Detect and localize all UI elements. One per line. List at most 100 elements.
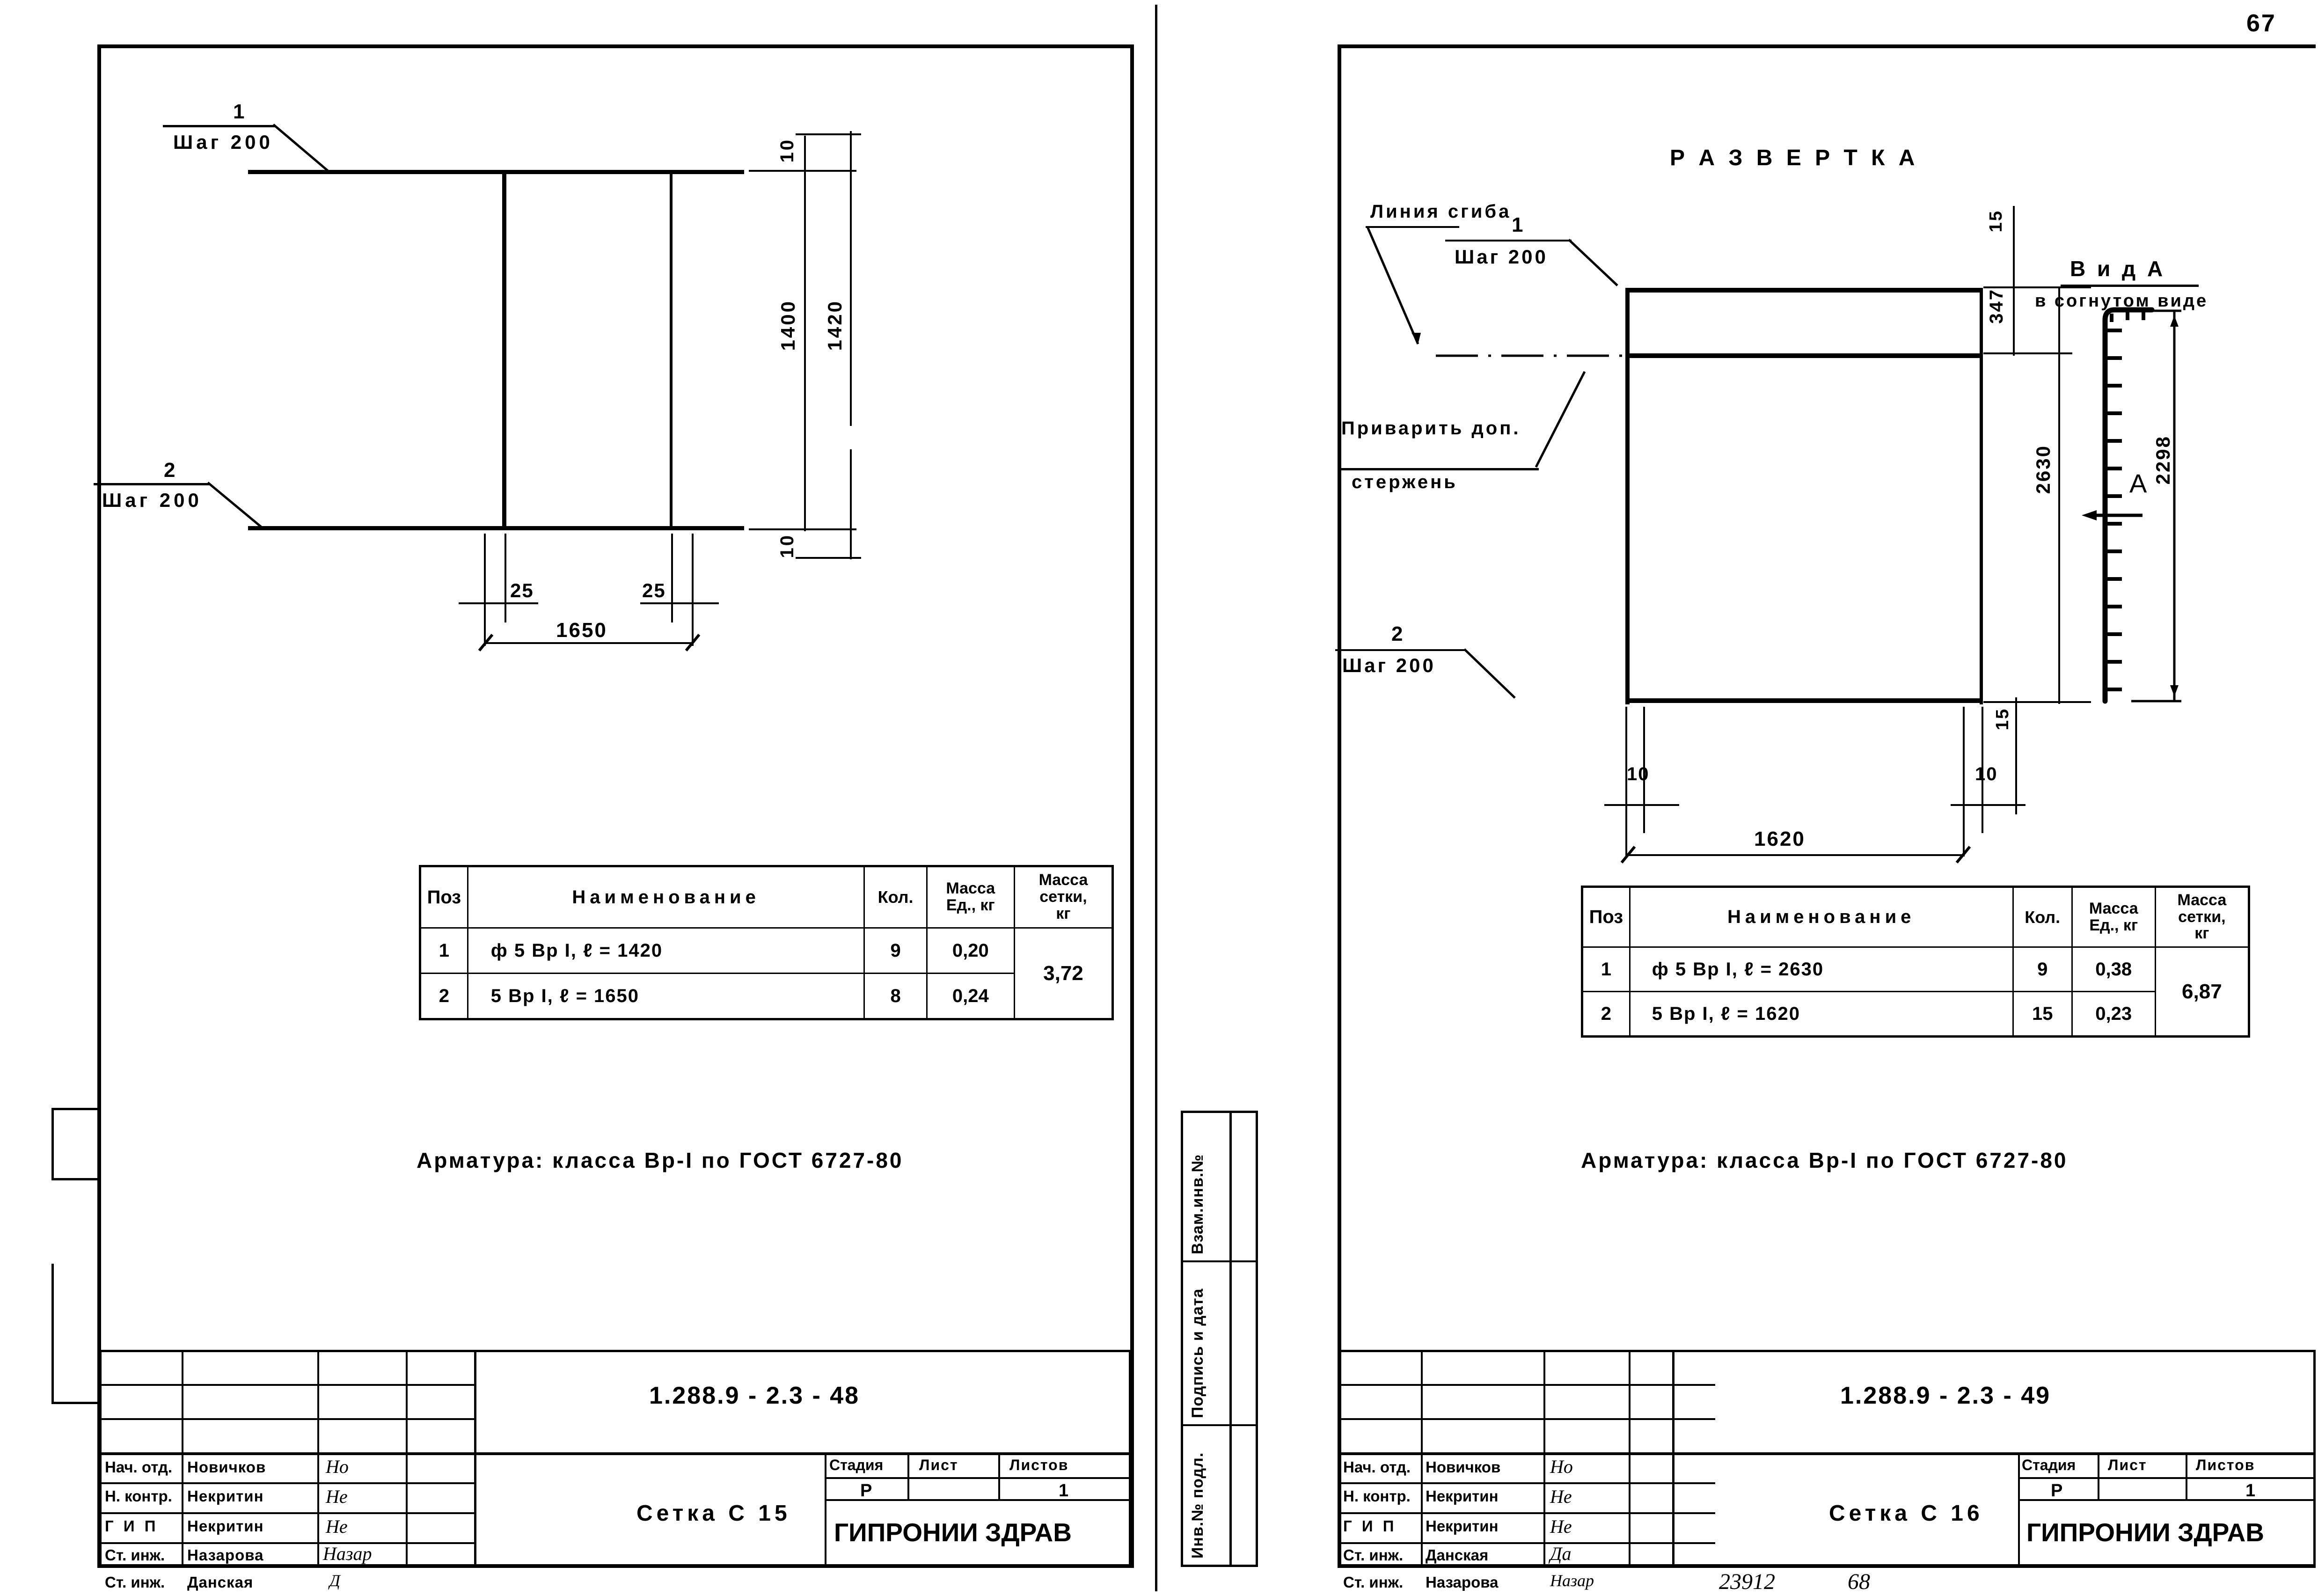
weld-note-underline xyxy=(1338,468,1539,470)
dim-10-bottom: 10 xyxy=(777,534,797,558)
tb-role-label: Ст. инж. xyxy=(105,1574,165,1591)
right-leader-1-diagonal xyxy=(1568,239,1618,286)
spec-header-mass-net-l3: кг xyxy=(1056,904,1071,922)
dim-ext-1420-bottom xyxy=(796,557,861,559)
side-strip-sep-2 xyxy=(1181,1260,1258,1262)
right-rebar-note: Арматура: класса Вр-I по ГОСТ 6727-80 xyxy=(1581,1148,2068,1172)
tb-role-name: Некритин xyxy=(187,1517,264,1535)
tb-grid-line xyxy=(1338,1564,2316,1567)
pos-2-number: 2 xyxy=(164,459,175,482)
mesh-right-bar xyxy=(670,170,673,530)
leader-1-horizontal xyxy=(163,125,275,127)
tb-role-name: Назарова xyxy=(187,1546,264,1564)
leader-2-horizontal xyxy=(94,483,210,485)
dim-line-1420-lower xyxy=(850,449,852,559)
tb-role-label: Г И П xyxy=(1343,1517,1397,1535)
tb-grid-line xyxy=(2186,1452,2187,1499)
leader-1-diagonal xyxy=(272,124,329,172)
tb-grid-line xyxy=(1338,1482,1715,1484)
tb-grid-line xyxy=(1129,1350,1131,1567)
pos-2-step-note: Шаг 200 xyxy=(102,489,202,511)
tb-role-label: Ст. инж. xyxy=(1343,1574,1404,1591)
dim-10-left-line xyxy=(1604,804,1679,806)
dim-15-right-line xyxy=(2015,697,2017,814)
spec-row2-poz: 2 xyxy=(1581,991,1631,1037)
left-binding-tab-2-left xyxy=(51,1264,54,1404)
spec-row2-mass-unit: 0,23 xyxy=(2071,991,2156,1037)
tb-grid-line xyxy=(1338,1452,2316,1455)
weld-note-line1: Приварить доп. xyxy=(1341,418,1521,439)
spec-row1-mass-unit: 0,20 xyxy=(926,927,1015,974)
tb-sheets-value: 1 xyxy=(2245,1481,2256,1501)
dim-ext-r-bottom xyxy=(1983,701,2091,703)
dim-2630: 2630 xyxy=(2032,445,2054,494)
right-mesh-right-bar xyxy=(1980,288,1983,704)
tb-grid-line xyxy=(825,1477,1131,1479)
dim-25-right-line xyxy=(640,602,719,604)
spec-header-mass-net-l1: Масса xyxy=(2177,891,2227,909)
tb-organization: ГИПРОНИИ ЗДРАВ xyxy=(2026,1518,2264,1547)
left-binding-tab-1-bottom xyxy=(51,1178,98,1180)
spec-header-mass-unit-l2: Ед., кг xyxy=(946,896,995,914)
tb-role-name: Некритин xyxy=(187,1487,264,1505)
spec-row2-mass-unit: 0,24 xyxy=(926,973,1015,1020)
bend-line-leader xyxy=(1366,227,1421,344)
bottom-code-archive: 23912 xyxy=(1719,1569,1775,1594)
right-frame-left xyxy=(1338,44,1341,1568)
dim-ext-rb-left2 xyxy=(1643,707,1645,833)
spec-row2-name: 5 Вр I, ℓ = 1620 xyxy=(1629,991,2014,1037)
tb-grid-line xyxy=(1672,1350,2316,1352)
tb-role-signature: Д xyxy=(329,1571,340,1590)
right-mesh-bend-bar xyxy=(1627,353,1982,358)
tb-grid-line xyxy=(99,1384,476,1386)
dim-15-top: 15 xyxy=(1986,210,2006,233)
pos-1-step-note: Шаг 200 xyxy=(173,131,273,153)
side-strip-sep-1 xyxy=(1181,1111,1258,1113)
dim-ticks-left xyxy=(478,634,701,652)
right-mesh-left-bar xyxy=(1625,288,1630,704)
spec-header-row: Поз Наименование Кол. Масса Ед., кг Масс… xyxy=(1581,886,2250,948)
tb-grid-line xyxy=(1543,1350,1545,1567)
tb-role-name: Данская xyxy=(1426,1546,1489,1564)
tb-grid-line xyxy=(99,1350,476,1352)
side-strip-label-vzam: Взам.инв.№ xyxy=(1189,1154,1207,1254)
dim-1650: 1650 xyxy=(556,619,607,642)
side-view-title-underline xyxy=(2061,285,2199,287)
bend-centerline xyxy=(1436,354,1632,357)
bend-line-underline xyxy=(1366,226,1459,228)
tb-role-label: Н. контр. xyxy=(105,1487,172,1505)
tb-stage-value: Р xyxy=(860,1481,872,1501)
tb-role-label: Ст. инж. xyxy=(105,1546,165,1564)
table-row: 1 ф 5 Вр I, ℓ = 2630 9 0,38 6,87 xyxy=(1581,946,2250,1037)
tb-grid-line xyxy=(99,1452,1131,1455)
left-binding-tab-1-left xyxy=(51,1108,54,1180)
tb-grid-line xyxy=(99,1564,1131,1567)
spec-header-mass-net-l1: Масса xyxy=(1038,871,1088,889)
tb-grid-line xyxy=(1338,1512,1715,1514)
dim-10-right-line xyxy=(1951,804,2026,806)
right-sheet: Взам.инв.№ Подпись и дата Инв.№ подл. Р … xyxy=(1155,0,2318,1596)
mesh-top-bar xyxy=(248,170,744,174)
tb-stage-header-listov: Листов xyxy=(1009,1457,1069,1473)
dim-1620-ticks xyxy=(1620,846,1971,864)
left-title-block: Нач. отд. Новичков Но Н. контр. Некритин… xyxy=(99,1350,1131,1591)
tb-drawing-code: 1.288.9 - 2.3 - 49 xyxy=(1840,1382,2051,1409)
tb-grid-line xyxy=(99,1418,476,1420)
spec-header-mass-unit: Масса Ед., кг xyxy=(926,865,1015,929)
dim-line-1420 xyxy=(850,131,852,426)
side-strip-left xyxy=(1181,1111,1183,1567)
spec-row2-qty: 8 xyxy=(863,973,928,1020)
left-frame-top xyxy=(97,44,1134,48)
spec-row1-qty: 9 xyxy=(863,927,928,974)
spec-row1-poz: 1 xyxy=(1581,946,1631,992)
side-strip-label-podpis: Подпись и дата xyxy=(1189,1288,1207,1418)
dim-25-right: 25 xyxy=(642,579,666,601)
tb-role-signature: Назар xyxy=(1550,1571,1594,1590)
tb-grid-line xyxy=(474,1350,476,1567)
dim-ext-rb-right xyxy=(1963,707,1965,857)
tb-role-signature: Но xyxy=(326,1456,349,1477)
tb-grid-line xyxy=(1421,1350,1423,1567)
dim-1420: 1420 xyxy=(824,300,846,351)
dim-ext-r-top xyxy=(1983,286,2091,288)
tb-drawing-code: 1.288.9 - 2.3 - 48 xyxy=(649,1382,860,1409)
